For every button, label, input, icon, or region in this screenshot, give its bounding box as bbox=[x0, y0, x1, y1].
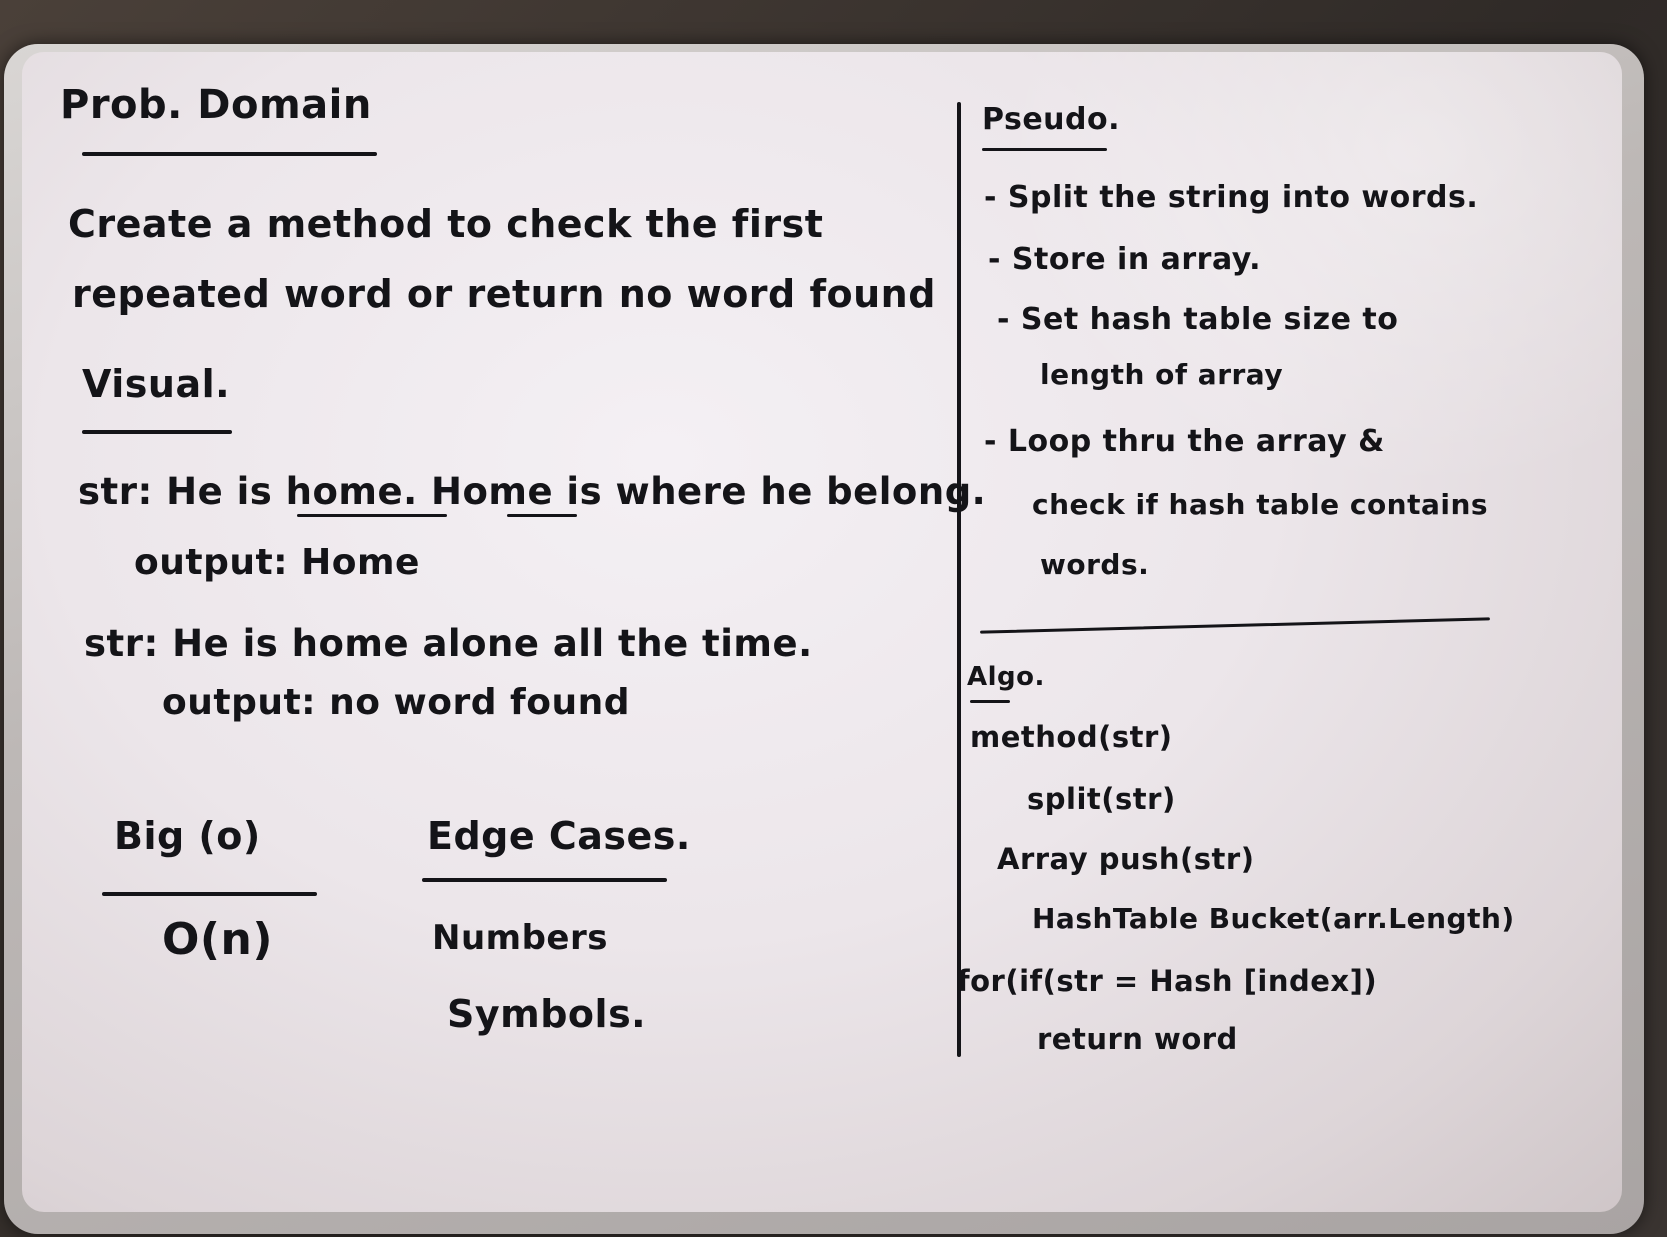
column-divider bbox=[957, 102, 961, 1057]
algo-line: HashTable Bucket(arr.Length) bbox=[1032, 902, 1515, 935]
example-1-output: output: Home bbox=[134, 542, 420, 583]
algo-underline bbox=[970, 700, 1010, 703]
edge-case-item: Numbers bbox=[432, 918, 608, 958]
visual-underline bbox=[82, 430, 232, 434]
algo-title: Algo. bbox=[967, 662, 1045, 692]
home-underline-1 bbox=[297, 514, 447, 517]
prob-domain-underline bbox=[82, 152, 377, 156]
pseudo-algo-divider bbox=[980, 617, 1490, 634]
pseudo-line: - Store in array. bbox=[988, 242, 1261, 277]
pseudo-line: - Set hash table size to bbox=[997, 302, 1399, 337]
pseudo-line: check if hash table contains bbox=[1032, 488, 1489, 521]
home-underline-2 bbox=[507, 514, 577, 517]
algo-line: method(str) bbox=[970, 720, 1173, 754]
visual-title: Visual. bbox=[82, 362, 231, 406]
algo-line: Array push(str) bbox=[997, 842, 1255, 876]
example-2-output: output: no word found bbox=[162, 682, 630, 723]
edge-cases-title: Edge Cases. bbox=[427, 814, 691, 858]
pseudo-line: words. bbox=[1040, 548, 1150, 581]
algo-line: for(if(str = Hash [index]) bbox=[957, 964, 1378, 998]
algo-line: split(str) bbox=[1027, 782, 1176, 816]
big-o-value: O(n) bbox=[162, 914, 273, 965]
edge-cases-underline bbox=[422, 878, 667, 882]
problem-line-1: Create a method to check the first bbox=[68, 202, 824, 246]
big-o-title: Big (o) bbox=[114, 814, 261, 858]
pseudo-underline bbox=[982, 148, 1107, 151]
big-o-divider bbox=[102, 892, 317, 896]
prob-domain-title: Prob. Domain bbox=[60, 82, 372, 128]
pseudo-line: - Split the string into words. bbox=[984, 180, 1479, 215]
problem-line-2: repeated word or return no word found bbox=[72, 272, 936, 316]
algo-line: return word bbox=[1037, 1022, 1238, 1056]
example-1-string: str: He is home. Home is where he belong… bbox=[78, 470, 987, 513]
edge-case-item: Symbols. bbox=[447, 992, 647, 1036]
example-2-string: str: He is home alone all the time. bbox=[84, 622, 813, 665]
pseudo-title: Pseudo. bbox=[982, 102, 1121, 137]
pseudo-line: - Loop thru the array & bbox=[984, 424, 1385, 459]
pseudo-line: length of array bbox=[1040, 358, 1284, 391]
whiteboard: Prob. Domain Create a method to check th… bbox=[22, 52, 1622, 1212]
